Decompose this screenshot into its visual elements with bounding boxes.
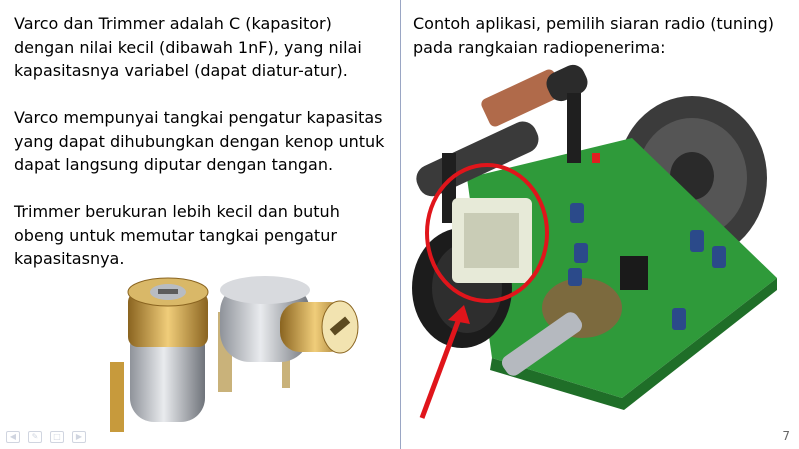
- ferrite-antenna: [416, 64, 588, 223]
- trimmer-capacitors-image: [110, 276, 359, 432]
- menu-icon[interactable]: ▶: [72, 431, 86, 443]
- ic-chip: [620, 256, 648, 290]
- highlight-circle: [425, 163, 549, 303]
- trimmer-front: [110, 277, 209, 432]
- radio-receiver-kit-image: [412, 64, 777, 419]
- highlight-arrow: [419, 315, 463, 419]
- right-text-column: Contoh aplikasi, pemilih siaran radio (t…: [413, 12, 793, 59]
- electrolytic-capacitors: [568, 203, 726, 330]
- column-divider: [400, 0, 401, 449]
- slides-icon[interactable]: □: [50, 431, 64, 443]
- trimmer-back: [218, 276, 359, 392]
- paragraph-trimmer: Trimmer berukuran lebih kecil dan butuh …: [14, 202, 340, 268]
- page-number: 7: [782, 429, 790, 443]
- application-intro: Contoh aplikasi, pemilih siaran radio (t…: [413, 14, 774, 57]
- led: [592, 153, 600, 163]
- pen-icon[interactable]: ✎: [28, 431, 42, 443]
- arrow-head: [448, 305, 470, 324]
- volume-potentiometer: [501, 278, 622, 376]
- pointer-icon[interactable]: ◀: [6, 431, 20, 443]
- slideshow-controls: ◀ ✎ □ ▶: [6, 431, 86, 443]
- paragraph-varco: Varco mempunyai tangkai pengatur kapasit…: [14, 108, 385, 174]
- paragraph-definition: Varco dan Trimmer adalah C (kapasitor) d…: [14, 14, 362, 80]
- left-text-column: Varco dan Trimmer adalah C (kapasitor) d…: [14, 12, 394, 294]
